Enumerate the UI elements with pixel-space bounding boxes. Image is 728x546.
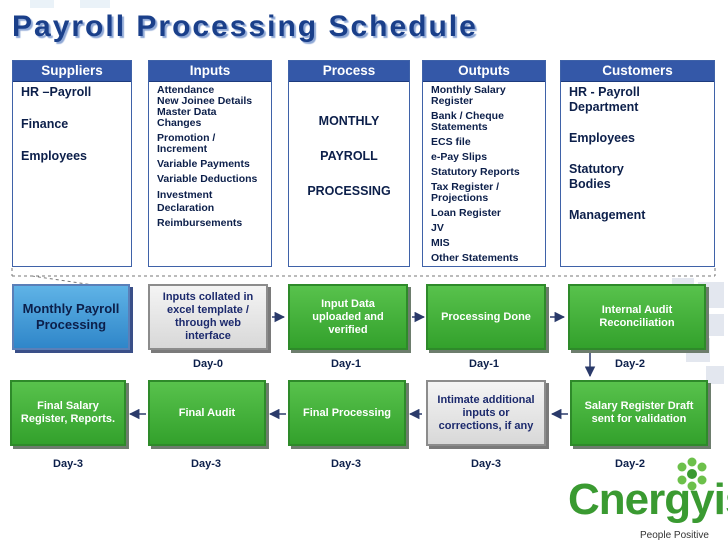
- inputs-collated-box: Inputs collated in excel template / thro…: [148, 284, 268, 350]
- input-item: Variable Payments: [157, 158, 250, 170]
- output-item: Statutory Reports: [431, 166, 520, 178]
- output-item: MIS: [431, 237, 450, 249]
- process-column: Process MONTHLY PAYROLL PROCESSING: [288, 60, 410, 267]
- input-item: Investment Declaration: [157, 189, 215, 214]
- outputs-column: Outputs Monthly Salary Register Bank / C…: [422, 60, 546, 267]
- intimate-corrections-box: Intimate additional inputs or correction…: [426, 380, 546, 446]
- day-label: Day-3: [331, 458, 361, 470]
- day-label: Day-3: [53, 458, 83, 470]
- output-item: Other Statements: [431, 252, 519, 264]
- monthly-payroll-processing-box: Monthly Payroll Processing: [12, 284, 130, 350]
- salary-register-draft-box: Salary Register Draft sent for validatio…: [570, 380, 708, 446]
- day-label: Day-1: [469, 358, 499, 370]
- final-salary-register-box: Final Salary Register, Reports.: [10, 380, 126, 446]
- process-item: MONTHLY: [318, 114, 380, 128]
- final-audit-box: Final Audit: [148, 380, 266, 446]
- day-label: Day-2: [615, 458, 645, 470]
- day-label: Day-3: [191, 458, 221, 470]
- output-item: ECS file: [431, 136, 471, 148]
- input-item: Attendance: [157, 84, 215, 96]
- page-title: Payroll Processing Schedule: [12, 10, 478, 43]
- day-label: Day-3: [471, 458, 501, 470]
- inputs-column: Inputs Attendance New Joinee Details Mas…: [148, 60, 272, 267]
- customers-header: Customers: [561, 61, 714, 82]
- process-item: PAYROLL: [320, 149, 378, 163]
- inputs-header: Inputs: [149, 61, 271, 82]
- suppliers-header: Suppliers: [13, 61, 131, 82]
- input-item: Reimbursements: [157, 217, 243, 229]
- internal-audit-box: Internal Audit Reconciliation: [568, 284, 706, 350]
- flower-logo-icon: [677, 457, 707, 491]
- brand-tagline: People Positive: [640, 530, 709, 541]
- supplier-item: Employees: [21, 149, 88, 163]
- process-item: PROCESSING: [307, 184, 391, 198]
- day-label: Day-0: [193, 358, 223, 370]
- customer-item: Management: [569, 208, 646, 222]
- customer-item: HR - Payroll Department: [569, 85, 640, 114]
- supplier-item: HR –Payroll: [21, 85, 92, 99]
- day-label: Day-1: [331, 358, 361, 370]
- outputs-header: Outputs: [423, 61, 545, 82]
- dashed-bracket: [11, 268, 716, 287]
- input-item: Promotion / Increment: [157, 132, 216, 155]
- customers-column: Customers HR - Payroll Department Employ…: [560, 60, 715, 267]
- supplier-item: Finance: [21, 117, 69, 131]
- suppliers-column: Suppliers HR –Payroll Finance Employees: [12, 60, 132, 267]
- output-item: JV: [431, 222, 444, 234]
- customer-item: Statutory Bodies: [569, 162, 624, 191]
- output-item: Monthly Salary Register: [431, 84, 506, 107]
- process-header: Process: [289, 61, 409, 82]
- output-item: Loan Register: [431, 207, 502, 219]
- processing-done-box: Processing Done: [426, 284, 546, 350]
- output-item: Bank / Cheque Statements: [431, 110, 504, 133]
- input-item: Variable Deductions: [157, 173, 258, 185]
- final-processing-box: Final Processing: [288, 380, 406, 446]
- day-label: Day-2: [615, 358, 645, 370]
- input-data-uploaded-box: Input Data uploaded and verified: [288, 284, 408, 350]
- output-item: Tax Register / Projections: [431, 181, 500, 204]
- customer-item: Employees: [569, 131, 636, 145]
- output-item: e-Pay Slips: [431, 151, 488, 163]
- input-item: New Joinee Details: [157, 95, 253, 107]
- input-item: Master Data Changes: [157, 106, 217, 129]
- brand-logo: Cnergyis: [568, 475, 728, 524]
